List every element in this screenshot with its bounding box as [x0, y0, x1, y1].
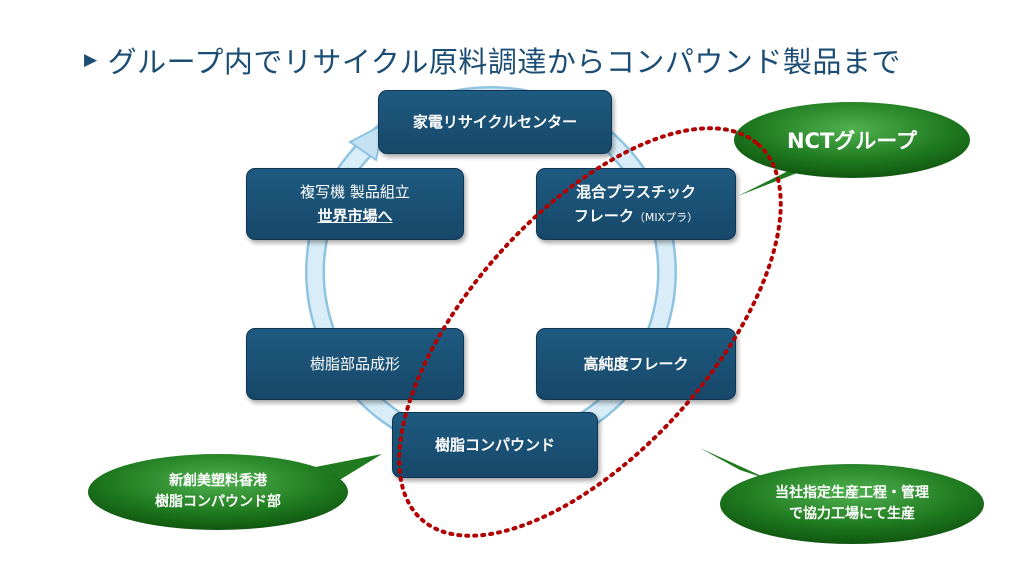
node-high-purity-flake-label: 高純度フレーク [583, 355, 689, 373]
title-bullet-icon: ▶ [84, 50, 98, 70]
node-resin-molding: 樹脂部品成形 [246, 328, 464, 400]
nct-group-text: NCTグループ [786, 129, 918, 153]
node-resin-molding-label: 樹脂部品成形 [309, 355, 400, 373]
node-copier-line1: 複写機 製品組立 [300, 183, 410, 201]
node-copier-line2: 世界市場へ [317, 207, 393, 225]
partner-factory-label: 当社指定生産工程・管理 で協力工場にて生産 [730, 480, 974, 528]
node-mixed-plastic-flake: 混合プラスチック フレーク（MIXプラ） [536, 168, 736, 240]
hk-line2: 樹脂コンパウンド部 [155, 494, 281, 510]
partner-line1: 当社指定生産工程・管理 [775, 485, 929, 501]
node-copier-assembly: 複写機 製品組立 世界市場へ [246, 168, 464, 240]
hk-line1: 新創美塑料香港 [169, 473, 267, 489]
node-appliance-recycle-label: 家電リサイクルセンター [412, 113, 578, 131]
node-high-purity-flake: 高純度フレーク [536, 328, 736, 400]
node-resin-compound: 樹脂コンパウンド [392, 412, 598, 478]
node-appliance-recycle: 家電リサイクルセンター [378, 90, 612, 154]
node-resin-compound-label: 樹脂コンパウンド [434, 436, 555, 454]
partner-line2: で協力工場にて生産 [789, 506, 915, 522]
page-title: ▶ グループ内でリサイクル原料調達からコンパウンド製品まで [84, 40, 984, 80]
node-mixed-flake-sub: （MIXプラ） [633, 211, 699, 224]
hk-compound-label: 新創美塑料香港 樹脂コンパウンド部 [98, 468, 338, 516]
title-text: グループ内でリサイクル原料調達からコンパウンド製品まで [107, 45, 901, 79]
node-mixed-flake-line1: 混合プラスチック [576, 183, 696, 201]
node-mixed-flake-line2: フレーク [573, 207, 634, 225]
nct-group-label: NCTグループ [740, 118, 964, 162]
hk-compound-bubble [88, 454, 382, 530]
